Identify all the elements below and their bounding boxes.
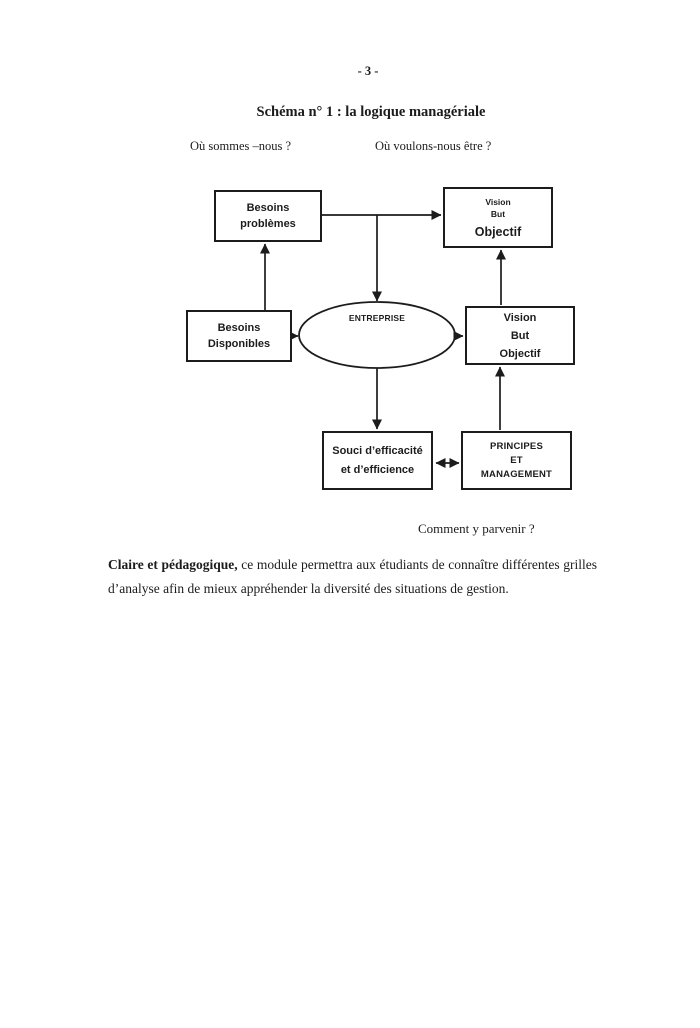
box-label-line: ET — [510, 454, 523, 466]
page-title: Schéma n° 1 : la logique managériale — [256, 104, 486, 120]
question-where-want-to-be: Où voulons-nous être ? — [375, 139, 492, 153]
paragraph-rest: ce module permettra aux étudiants de con… — [108, 557, 597, 596]
question-how-to-get-there: Comment y parvenir ? — [418, 521, 535, 536]
box-vision-but-objectif-right: Vision But Objectif — [465, 306, 575, 365]
box-vision-but-objectif-top: Vision But Objectif — [443, 187, 553, 248]
box-label-line: Souci d’efficacité — [332, 444, 423, 457]
entreprise-label: ENTREPRISE — [348, 313, 406, 323]
page-number: - 3 - — [357, 64, 379, 78]
box-label-line: Vision — [503, 311, 537, 324]
box-label-line: But — [490, 209, 506, 219]
box-label-line: MANAGEMENT — [480, 468, 553, 480]
paragraph-lead-bold: Claire et pédagogique, — [108, 557, 238, 572]
box-label-line: Besoins — [246, 202, 290, 214]
box-label-line: Objectif — [499, 347, 541, 360]
box-besoins-problemes: Besoins problèmes — [214, 190, 322, 242]
box-principes-management: PRINCIPES ET MANAGEMENT — [461, 431, 572, 490]
box-label-line: Disponibles — [207, 338, 271, 350]
question-where-are-we: Où sommes –nous ? — [190, 139, 292, 153]
box-label-line: Besoins — [217, 322, 261, 334]
box-label-line: et d’efficience — [340, 463, 415, 476]
entreprise-ellipse — [298, 301, 456, 369]
box-label-line: Objectif — [474, 224, 522, 239]
box-souci-efficacite: Souci d’efficacité et d’efficience — [322, 431, 433, 490]
box-label-line: PRINCIPES — [489, 440, 543, 452]
box-label-line: But — [510, 329, 530, 342]
box-besoins-disponibles: Besoins Disponibles — [186, 310, 292, 362]
box-label-line: problèmes — [240, 218, 296, 230]
box-label-line: Vision — [485, 196, 511, 207]
body-paragraph: Claire et pédagogique, ce module permett… — [108, 553, 597, 600]
